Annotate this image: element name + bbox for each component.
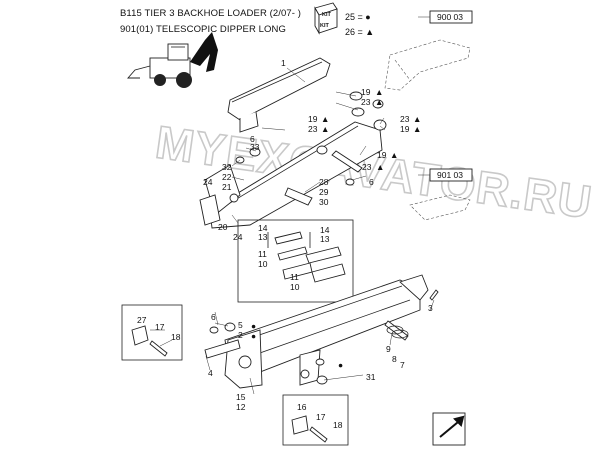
kit-triangle-marker: ▲ [390,150,398,160]
label-item-22: 22 [222,172,232,182]
label-item-33: 33 [250,142,260,152]
label-item-19: 19 [308,114,318,124]
kit-label: KIT [322,12,332,18]
kit-label-2: KIT [320,23,330,29]
leader-lines [150,67,435,395]
label-item-28: 28 [319,177,329,187]
label-item-1: 1 [281,58,286,68]
header-subtitle: 901(01) TELESCOPIC DIPPER LONG [120,24,286,35]
label-item-30: 30 [319,197,329,207]
label-item-15: 15 [236,392,246,402]
header-title: B115 TIER 3 BACKHOE LOADER (2/07- ) [120,8,302,19]
kit-circle-marker: ● [251,331,256,341]
label-item-6: 6 [369,177,374,187]
label-item-7: 7 [400,360,405,370]
label-item-24: 24 [233,232,243,242]
label-item-8: 8 [392,354,397,364]
label-item-23: 23 [361,97,371,107]
label-item-20: 20 [218,222,228,232]
label-item-11: 11 [290,272,299,282]
label-item-11: 11 [258,249,267,259]
ref-box-900-03: 900 03 [418,10,473,24]
label-item-5: 5 [238,320,243,330]
label-item-17: 17 [316,412,326,422]
kit-legend: KIT KIT 25 = ● 26 = ▲ [314,2,374,37]
bushings-group [235,91,387,206]
label-item-27: 27 [137,315,147,325]
label-item-19: 19 [400,124,410,134]
label-item-32: 32 [222,162,232,172]
kit-row-26: 26 = ▲ [345,27,374,37]
kit-triangle-marker: ▲ [375,97,383,107]
ref-box-901-03: 901 03 [418,168,473,182]
label-item-14: 14 [320,225,330,235]
backhoe-loader-icon [127,32,218,88]
kit-triangle-marker: ▲ [376,162,384,172]
kit-circle-marker: ● [251,321,256,331]
kit-triangle-marker: ▲ [375,87,383,97]
label-item-19: 19 [361,87,371,97]
label-item-14: 14 [258,223,268,233]
kit-triangle-marker: ▲ [321,114,329,124]
label-item-16: 16 [297,402,307,412]
next-page-arrow-icon[interactable] [432,412,466,446]
kit-triangle-marker: ▲ [413,124,421,134]
label-item-23: 23 [362,162,372,172]
svg-text:900 03: 900 03 [437,12,463,22]
label-item-10: 10 [258,259,268,269]
wear-pad-group [237,219,354,303]
label-item-21: 21 [222,182,232,192]
label-item-18: 18 [333,420,343,430]
label-item-19: 19 [377,150,387,160]
label-item-4: 4 [208,368,213,378]
label-item-13: 13 [320,234,330,244]
label-item-13: 13 [258,232,268,242]
label-item-2: 2 [238,330,243,340]
pins-lower [204,289,439,385]
dipper-arm-inner [224,274,429,389]
kit-triangle-marker: ▲ [413,114,421,124]
label-item-3: 3 [428,303,433,313]
dashed-boom-reference [384,39,471,221]
label-item-17: 17 [155,322,165,332]
label-item-23: 23 [308,124,318,134]
label-item-10: 10 [290,282,300,292]
kit-circle-marker: ● [338,360,343,370]
kit-triangle-marker: ▲ [321,124,329,134]
label-item-9: 9 [386,344,391,354]
label-item-31: 31 [366,372,376,382]
label-item-6: 6 [211,312,216,322]
bracket-box-27 [121,304,183,361]
kit-row-25: 25 = ● [345,12,371,22]
label-item-12: 12 [236,402,246,412]
label-item-18: 18 [171,332,181,342]
label-item-29: 29 [319,187,329,197]
svg-text:901 03: 901 03 [437,170,463,180]
dipper-arm-outer [199,57,383,229]
label-item-6: 6 [250,134,255,144]
label-item-24: 24 [203,177,213,187]
label-item-23: 23 [400,114,410,124]
bracket-box-16 [282,394,349,446]
